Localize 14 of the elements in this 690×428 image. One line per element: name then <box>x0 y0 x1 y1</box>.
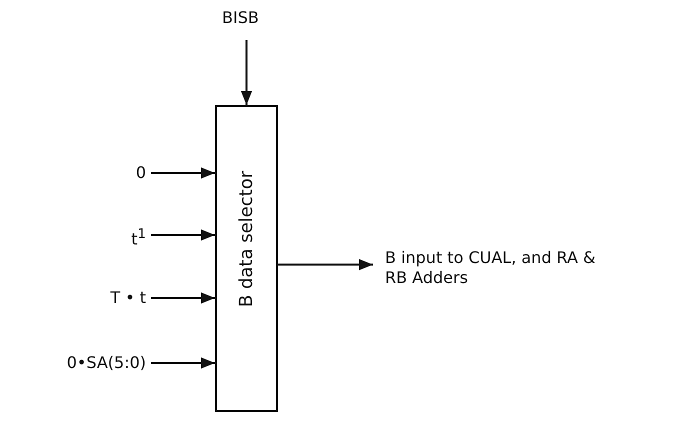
signal-label: B input to CUAL, and RA & RB Adders <box>385 248 615 288</box>
arrow <box>278 259 373 270</box>
signal-label: t$^{1}$ <box>128 225 146 250</box>
box-label: B data selector <box>236 170 256 308</box>
arrow <box>240 40 252 105</box>
arrow <box>151 292 215 304</box>
signal-label: 0 <box>128 163 146 183</box>
signal-label: T • t <box>100 288 146 308</box>
arrow <box>151 357 215 369</box>
arrow <box>151 229 215 241</box>
selector-box <box>215 105 278 412</box>
signal-label: 0•SA(5:0) <box>35 353 146 373</box>
arrow <box>151 167 215 179</box>
signal-label: BISB <box>222 8 270 28</box>
